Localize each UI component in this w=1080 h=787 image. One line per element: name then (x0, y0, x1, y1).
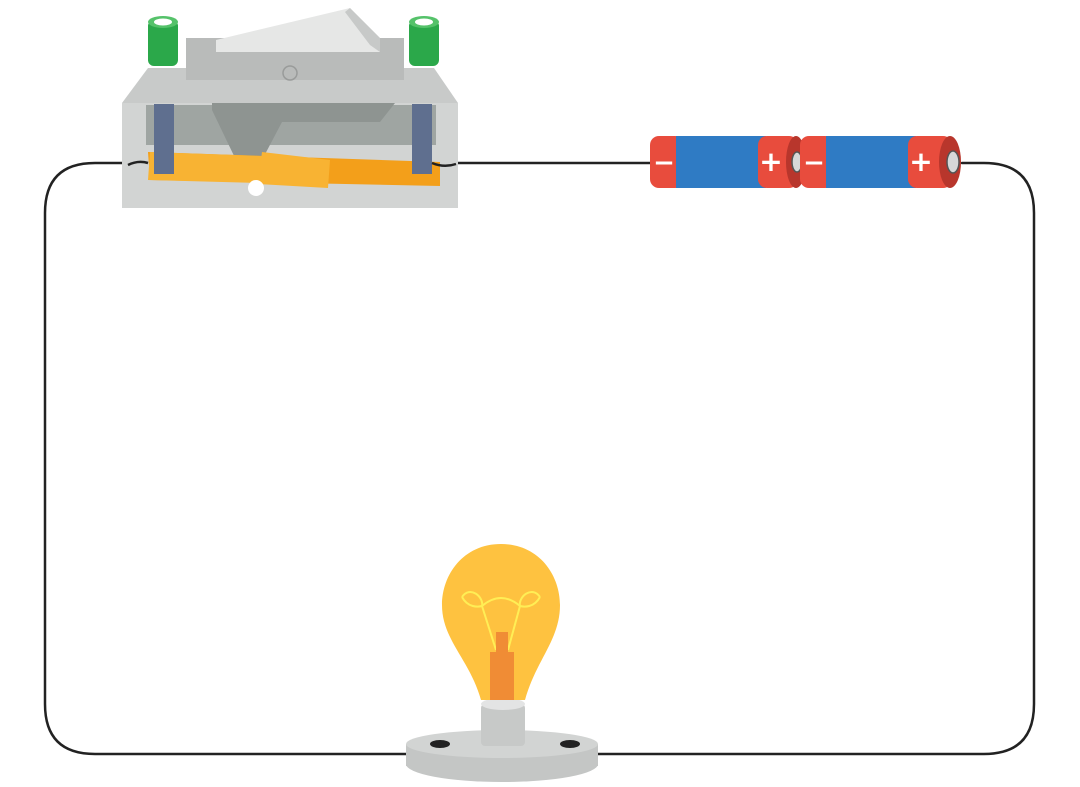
wire-right (588, 161, 1036, 756)
battery-2-nub (946, 150, 960, 174)
battery-1-negative-sign: − (653, 148, 675, 178)
bulb-contact-right (560, 740, 580, 748)
light-bulb[interactable] (406, 544, 598, 782)
switch-wire-hook-left (127, 160, 149, 167)
switch-contact-left (148, 152, 262, 183)
bulb-stem (490, 652, 514, 700)
switch-lever-shadow (212, 103, 395, 160)
switch-terminal-right[interactable] (409, 16, 439, 66)
bulb-filament (461, 591, 541, 651)
switch-post-left (154, 104, 174, 174)
knife-switch[interactable] (122, 8, 458, 208)
switch-handle-lever-side (345, 8, 380, 52)
battery-2[interactable]: − + (800, 136, 961, 188)
switch-blade (258, 152, 330, 188)
bulb-glass (442, 544, 560, 700)
battery-2-minus-cap (800, 136, 834, 188)
battery-1-body (676, 136, 766, 188)
battery-2-body (826, 136, 916, 188)
switch-handle-screw (282, 65, 298, 81)
bulb-stem-upper (496, 632, 508, 656)
bulb-socket (481, 704, 525, 746)
battery-pack: − + − + (650, 136, 961, 188)
switch-handle-lever[interactable] (216, 8, 380, 52)
switch-post-right (412, 104, 432, 174)
switch-terminal-left[interactable] (148, 16, 178, 66)
bulb-contact-left (430, 740, 450, 748)
battery-1-minus-cap (650, 136, 684, 188)
wire-left (43, 161, 422, 756)
battery-1-positive-sign: + (759, 145, 782, 178)
switch-pivot-pin (248, 180, 264, 196)
battery-1[interactable]: − + (650, 136, 806, 188)
wires (43, 161, 1036, 756)
bulb-socket-top (481, 698, 525, 710)
switch-wire-hook-right (431, 161, 457, 167)
battery-2-negative-sign: − (803, 148, 825, 178)
battery-2-positive-sign: + (909, 145, 932, 178)
